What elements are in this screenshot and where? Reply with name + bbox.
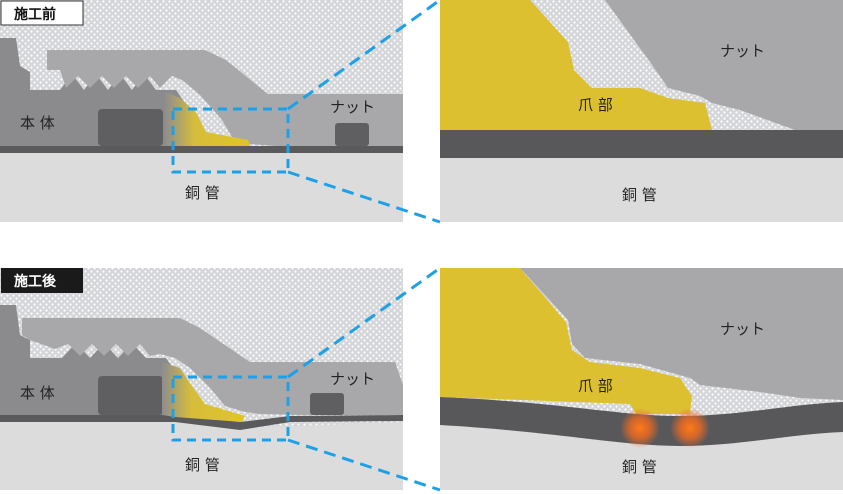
claw — [440, 268, 692, 414]
body-block — [98, 376, 163, 415]
nut-block — [335, 123, 369, 146]
after-tag-text: 施工後 — [14, 273, 57, 290]
nut-block — [310, 393, 344, 415]
after-tag — [1, 268, 83, 293]
deformation-glow — [620, 408, 660, 448]
claw — [162, 362, 245, 422]
pipe-label: 銅 管 — [185, 184, 220, 202]
deformation-glow — [670, 408, 710, 448]
claw — [440, 0, 712, 130]
claw-label: 爪 部 — [578, 377, 613, 395]
nut — [22, 318, 403, 415]
before-tag — [0, 0, 84, 26]
nut-label: ナット — [330, 370, 375, 388]
nut — [520, 268, 843, 400]
body-label: 本 体 — [20, 114, 55, 132]
nut-label: ナット — [720, 42, 765, 60]
nut-label: ナット — [330, 98, 375, 116]
pipe-label: 銅 管 — [185, 456, 220, 474]
nut — [605, 0, 843, 130]
pipe-wall — [0, 415, 403, 430]
pipe-label: 銅 管 — [622, 458, 657, 476]
before-tag-text: 施工前 — [14, 6, 56, 23]
copper-pipe — [0, 153, 403, 222]
after-overview-panel: 本 体 ナット 銅 管 施工後 — [0, 266, 441, 492]
before-overview-panel: 本 体 ナット 銅 管 施工前 — [0, 0, 441, 224]
before-zoom-panel: ナット 爪 部 銅 管 — [440, 0, 843, 222]
body-block — [98, 109, 163, 146]
pipe-wall — [0, 146, 403, 153]
after-zoom-panel: ナット 爪 部 銅 管 — [440, 268, 843, 490]
pipe-label: 銅 管 — [622, 186, 657, 204]
nut-label: ナット — [720, 320, 765, 338]
claw — [165, 92, 250, 146]
claw-label: 爪 部 — [578, 96, 613, 114]
nut — [47, 50, 403, 146]
body-label: 本 体 — [20, 384, 55, 402]
